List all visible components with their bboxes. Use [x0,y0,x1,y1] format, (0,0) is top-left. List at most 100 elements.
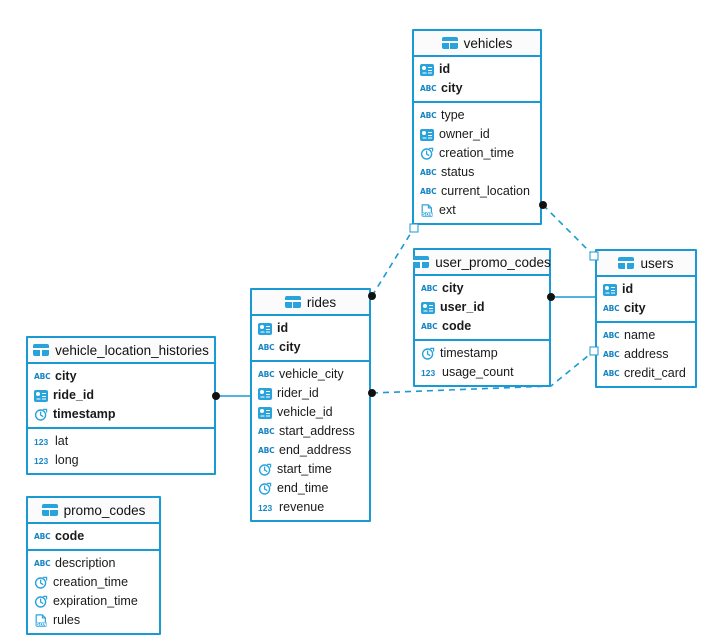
svg-text:JSON: JSON [420,212,433,217]
field-name: owner_id [439,127,490,142]
field-name: type [441,108,465,123]
table-icon [284,296,301,308]
field-row: ABC credit_card [597,364,695,383]
field-row: expiration_time [28,592,159,611]
field-name: creation_time [439,146,515,161]
relationship-endpoint-square-vehicles-users [589,251,599,261]
field-row: id [597,280,695,299]
abc-string-icon: ABC [258,445,275,455]
entity-header-promo_codes[interactable]: promo_codes [28,498,159,524]
relationship-endpoint-square-rides-users [589,346,599,356]
field-row: timestamp [415,344,549,363]
number-123-icon: 123 [421,367,436,378]
field-row: ABC end_address [252,441,369,460]
clock-icon [258,482,272,495]
field-name: credit_card [624,366,686,381]
field-name: expiration_time [53,594,138,609]
json-document-icon: JSON [34,614,48,627]
primary-key-group: ABC city ride_id timestamp [28,364,214,429]
field-row: timestamp [28,405,214,424]
entity-header-users[interactable]: users [597,251,695,277]
entity-header-vehicle_location_histories[interactable]: vehicle_location_histories [28,338,214,364]
abc-string-icon: ABC [420,186,437,196]
id-card-icon [420,128,434,141]
field-row: creation_time [28,573,159,592]
relationship-line-rides-vehicles[interactable] [371,227,415,297]
field-name: city [624,301,646,316]
field-name: ride_id [53,388,94,403]
id-card-icon [34,389,48,402]
field-name: city [279,340,301,355]
field-name: end_time [277,481,329,496]
field-name: description [55,556,116,571]
entity-title: vehicle_location_histories [55,342,209,358]
table-icon [33,344,50,356]
number-123-icon: 123 [258,502,273,513]
field-name: end_address [279,443,352,458]
entity-title: vehicles [463,35,513,51]
field-name: name [624,328,656,343]
clock-icon [34,595,48,608]
abc-string-icon: ABC [420,83,437,93]
abc-string-icon: ABC [34,371,51,381]
table-icon [618,257,635,269]
abc-string-icon: ABC [420,167,437,177]
field-row: owner_id [414,125,540,144]
id-card-icon [258,406,272,419]
number-123-icon: 123 [34,436,49,447]
entity-title: users [640,255,674,271]
field-name: status [441,165,475,180]
abc-string-icon: ABC [34,558,51,568]
field-name: start_time [277,462,332,477]
field-row: id [414,60,540,79]
entity-header-vehicles[interactable]: vehicles [414,31,540,57]
relationship-endpoint-dot-rides-users [368,389,376,397]
field-name: city [441,81,463,96]
entity-header-user_promo_codes[interactable]: user_promo_codes [413,250,551,276]
field-name: vehicle_city [279,367,344,382]
field-row: ABC city [414,79,540,98]
field-name: city [55,369,77,384]
abc-string-icon: ABC [421,283,438,293]
field-row: creation_time [414,144,540,163]
clock-icon [34,408,48,421]
field-name: long [55,453,79,468]
field-name: id [622,282,634,297]
field-name: user_id [440,300,485,315]
field-name: current_location [441,184,530,199]
id-card-icon [421,301,435,314]
entity-title: rides [306,294,337,310]
field-row: ABC city [28,367,214,386]
relationship-endpoint-dot-vehicles-users [539,201,547,209]
abc-string-icon: ABC [258,369,275,379]
abc-string-icon: ABC [603,368,620,378]
field-name: creation_time [53,575,129,590]
abc-string-icon: ABC [421,321,438,331]
field-row: ABC status [414,163,540,182]
field-name: ext [439,203,456,218]
entity-header-rides[interactable]: rides [252,290,369,316]
field-row: start_time [252,460,369,479]
id-card-icon [258,322,272,335]
clock-icon [420,147,434,160]
